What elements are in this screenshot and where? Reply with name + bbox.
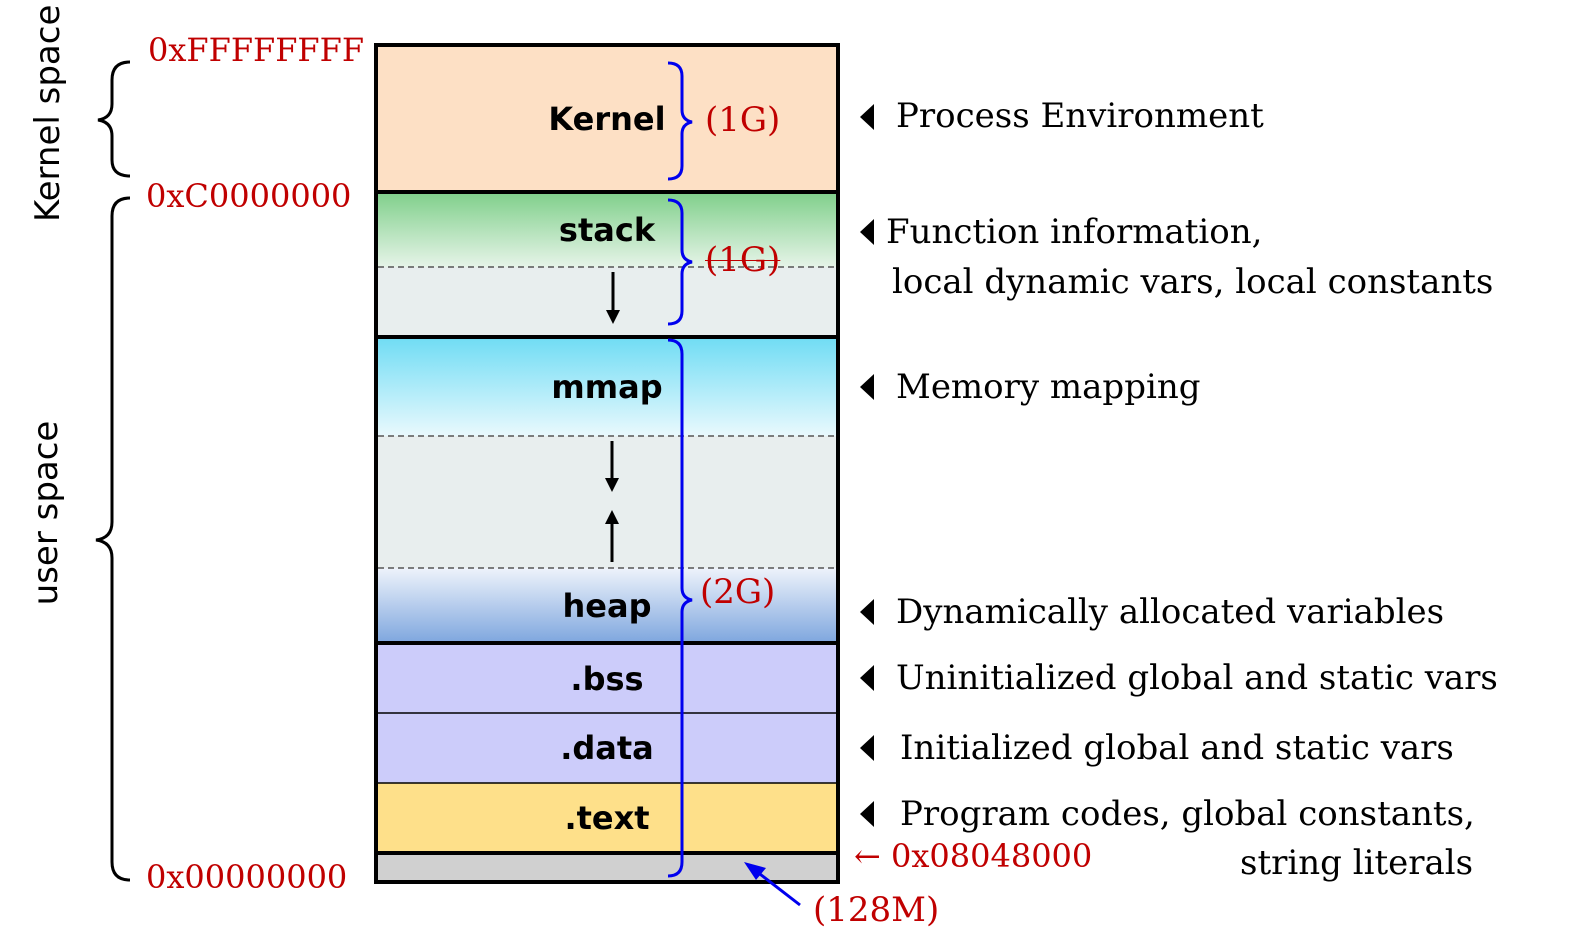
text-pointer-icon — [860, 801, 874, 827]
stack-size-brace — [667, 198, 693, 326]
kernel-size-label: (1G) — [705, 100, 781, 140]
kernel-space-brace — [97, 60, 131, 178]
stack-segment — [376, 192, 838, 267]
kernel-segment — [376, 45, 838, 192]
text-segment — [376, 783, 838, 853]
bss-segment — [376, 643, 838, 713]
address-text-start: ← 0x08048000 — [854, 837, 1093, 875]
mmap-pointer-icon — [860, 374, 874, 400]
stack-gap — [376, 267, 838, 337]
stack-down-arrow — [606, 272, 620, 324]
stack-pointer-icon — [860, 219, 874, 245]
kernel-label: Kernel — [548, 100, 666, 138]
mmap-description: Memory mapping — [896, 367, 1201, 407]
stack-description-line1: Function information, — [886, 212, 1263, 252]
bss-label: .bss — [570, 660, 644, 698]
user-size-label: (2G) — [700, 572, 776, 612]
heap-label: heap — [562, 587, 652, 625]
free-gap — [376, 436, 838, 568]
data-segment — [376, 713, 838, 783]
stack-label: stack — [558, 211, 656, 249]
heap-up-arrow — [605, 510, 619, 562]
heap-description: Dynamically allocated variables — [896, 592, 1445, 632]
text-label: .text — [564, 799, 650, 837]
text-description-line1: Program codes, global constants, — [900, 794, 1475, 834]
address-bottom: 0x00000000 — [146, 858, 348, 896]
data-label: .data — [560, 729, 654, 767]
address-kernel-base: 0xC0000000 — [146, 177, 352, 215]
bss-pointer-icon — [860, 665, 874, 691]
text-description-line2: string literals — [1240, 843, 1474, 883]
user-space-brace — [95, 196, 131, 882]
data-description: Initialized global and static vars — [900, 728, 1454, 768]
mmap-label: mmap — [551, 368, 663, 406]
heap-pointer-icon — [860, 599, 874, 625]
kernel-description: Process Environment — [896, 96, 1264, 136]
heap-segment — [376, 568, 838, 643]
reserved-pointer-arrow — [744, 862, 801, 907]
user-size-brace — [667, 338, 693, 878]
address-top: 0xFFFFFFFF — [148, 31, 365, 69]
stack-size-label: (1G) — [705, 240, 781, 280]
mmap-down-arrow — [605, 441, 619, 492]
stack-description-line2: local dynamic vars, local constants — [892, 262, 1494, 302]
mmap-segment — [376, 337, 838, 436]
kernel-pointer-icon — [860, 104, 874, 130]
kernel-size-brace — [667, 61, 693, 181]
data-pointer-icon — [860, 735, 874, 761]
reserved-size-label: (128M) — [813, 890, 940, 930]
bss-description: Uninitialized global and static vars — [896, 658, 1498, 698]
